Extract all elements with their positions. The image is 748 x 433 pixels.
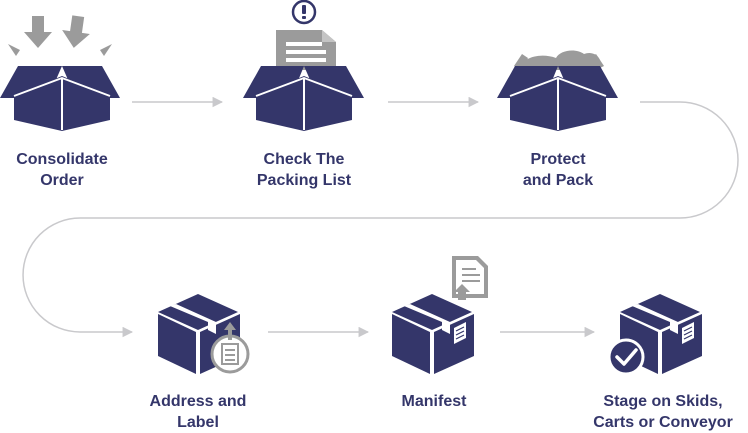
- connector-3-4: [22, 101, 739, 338]
- box-with-manifest-document-icon: [392, 256, 488, 374]
- box-with-label-icon: [158, 294, 250, 374]
- step-label-manifest: Manifest: [401, 393, 467, 410]
- step-label-stage: Stage on Skids, Carts or Conveyor: [593, 393, 733, 431]
- open-box-with-inbound-arrows-icon: [0, 15, 120, 131]
- open-box-with-packing-list-icon: [243, 0, 364, 131]
- step-label-consolidate: Consolidate Order: [16, 151, 108, 189]
- open-box-with-packing-material-icon: [497, 50, 618, 131]
- connectors: [22, 96, 739, 338]
- step-label-address: Address and Label: [149, 393, 247, 431]
- box-with-checkmark-icon: [607, 294, 702, 376]
- step-label-protect: Protect and Pack: [522, 151, 594, 189]
- step-label-check: Check The Packing List: [256, 151, 352, 189]
